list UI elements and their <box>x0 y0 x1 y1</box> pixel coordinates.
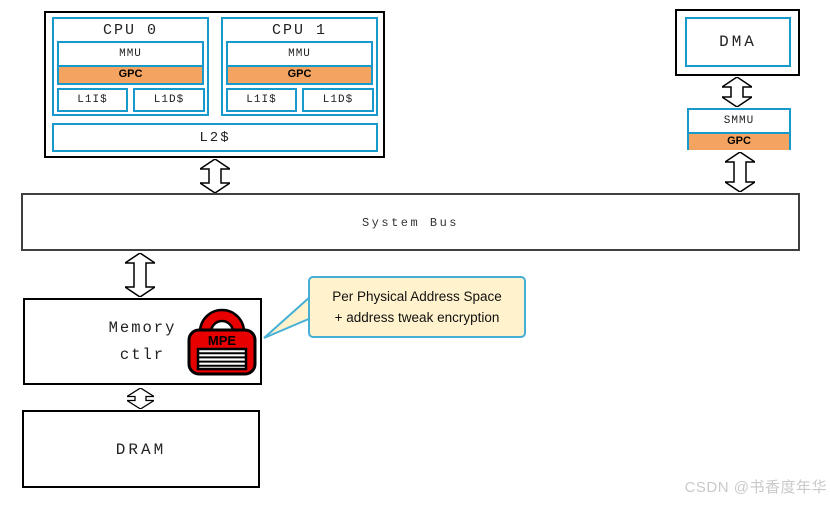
memory-ctlr-label-line1: Memory <box>108 318 177 337</box>
cpu0-title: CPU 0 <box>102 22 158 39</box>
cpu1-mmu-label: MMU <box>288 48 311 60</box>
double-arrow-cluster-bus-icon <box>200 159 230 193</box>
l2-cache-box: L2$ <box>52 123 378 152</box>
smmu-label: SMMU <box>723 115 755 127</box>
double-arrow-dma-smmu-icon <box>722 77 752 107</box>
dma-label: DMA <box>685 17 791 67</box>
cpu-cluster-box: CPU 0 MMU GPC L1I$ L1D$ CPU 1 MMU GPC L1… <box>44 11 385 158</box>
cpu1-mmu-gpc-block: MMU GPC <box>226 41 373 85</box>
callout-line2: + address tweak encryption <box>334 310 500 325</box>
cpu0-gpc-label: GPC <box>59 65 202 83</box>
mpe-lock-label: MPE <box>208 333 237 348</box>
cpu0-box: CPU 0 MMU GPC L1I$ L1D$ <box>52 17 209 116</box>
cpu0-mmu-gpc-block: MMU GPC <box>57 41 204 85</box>
cpu0-l1i-box: L1I$ <box>57 88 128 112</box>
dram-box: DRAM <box>22 410 260 488</box>
dma-box: DMA <box>675 9 800 76</box>
cpu1-title: CPU 1 <box>271 22 327 39</box>
mpe-lock-icon: MPE <box>187 308 257 376</box>
callout-tail <box>263 293 312 339</box>
double-arrow-memctlr-dram-icon <box>127 388 154 409</box>
cpu1-gpc-label: GPC <box>228 65 371 83</box>
watermark-text: CSDN @书香度年华 <box>684 479 827 496</box>
encryption-callout: Per Physical Address Space + address twe… <box>308 276 526 338</box>
system-bus-box: System Bus <box>21 193 800 251</box>
smmu-gpc-label: GPC <box>689 132 789 150</box>
cpu0-mmu-label: MMU <box>119 48 142 60</box>
callout-line1: Per Physical Address Space <box>332 289 502 304</box>
smmu-box: SMMU GPC <box>687 108 791 150</box>
memory-ctlr-label-line2: ctlr <box>119 345 166 364</box>
cpu1-l1i-box: L1I$ <box>226 88 297 112</box>
cpu0-l1d-box: L1D$ <box>133 88 205 112</box>
cpu1-box: CPU 1 MMU GPC L1I$ L1D$ <box>221 17 378 116</box>
double-arrow-smmu-bus-icon <box>725 152 755 192</box>
double-arrow-bus-memctlr-icon <box>125 253 155 297</box>
cpu1-l1d-box: L1D$ <box>302 88 374 112</box>
